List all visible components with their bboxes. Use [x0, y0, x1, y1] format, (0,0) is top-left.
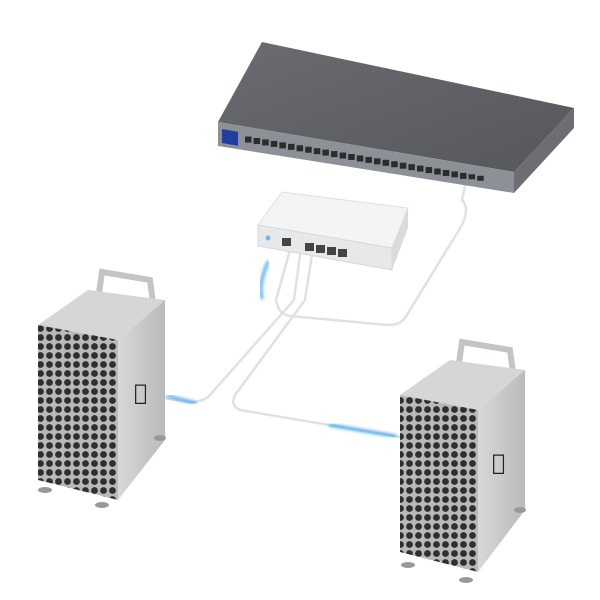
- switch-top: [218, 42, 574, 172]
- ethernet-port: [288, 143, 295, 150]
- cable-glow-router: [259, 260, 270, 300]
- ethernet-port: [451, 171, 458, 178]
- mac-pro-top: [38, 290, 165, 340]
- ethernet-port: [382, 159, 390, 166]
- mac-pro-foot: [95, 502, 109, 508]
- ethernet-port: [305, 146, 312, 153]
- mac-pro-foot: [514, 507, 526, 513]
- ethernet-port: [374, 158, 381, 165]
- cable-glow-right: [328, 423, 397, 438]
- ethernet-port: [270, 140, 278, 147]
- ethernet-port: [408, 164, 415, 171]
- router-port: [316, 245, 325, 253]
- ethernet-port: [331, 151, 338, 158]
- mac-pro-top: [400, 360, 525, 410]
- mac-pro-side: [478, 370, 525, 572]
- switch-logo: [222, 129, 238, 146]
- ethernet-port: [399, 162, 407, 169]
- router-side: [392, 208, 408, 270]
- mac-pro-handle: [95, 268, 157, 311]
- ethernet-port: [442, 169, 450, 176]
- mac-pro-right: : [400, 338, 526, 583]
- ethernet-port: [391, 161, 398, 168]
- mac-pro-handle: [455, 338, 517, 381]
- router-port: [327, 247, 336, 255]
- router-port: [282, 238, 291, 246]
- ethernet-port: [434, 168, 441, 175]
- ethernet-port: [356, 155, 364, 162]
- ethernet-port: [425, 167, 433, 174]
- apple-logo-icon: : [134, 381, 147, 406]
- router-port: [305, 243, 314, 251]
- cable-glow-left: [166, 394, 197, 405]
- router-status-light: [265, 235, 271, 241]
- ethernet-port: [262, 139, 269, 146]
- cable-router-to-left-mac: [163, 253, 302, 404]
- switch-ports: [245, 136, 484, 181]
- ethernet-port: [460, 172, 467, 179]
- apple-logo-icon: : [492, 451, 505, 476]
- sfp-port: [477, 175, 484, 181]
- mac-pro-grille: [400, 395, 478, 572]
- mac-pro-left: : [38, 268, 166, 508]
- network-switch: [218, 42, 574, 193]
- ethernet-port: [253, 138, 261, 145]
- switch-side: [514, 108, 574, 193]
- ethernet-port: [339, 152, 347, 159]
- ethernet-port: [296, 145, 304, 152]
- mac-pro-foot: [154, 435, 166, 441]
- cables: [163, 184, 468, 439]
- ethernet-port: [245, 136, 252, 143]
- ethernet-port: [365, 156, 372, 163]
- ethernet-port: [417, 165, 424, 172]
- ethernet-port: [313, 148, 321, 155]
- mac-pro-foot: [38, 487, 52, 493]
- mac-pro-side: [118, 300, 165, 500]
- ethernet-port: [322, 149, 329, 156]
- sfp-port: [468, 174, 476, 180]
- ethernet-port: [279, 142, 286, 149]
- gateway-router: [257, 191, 409, 271]
- ethernet-port: [348, 153, 355, 160]
- mac-pro-foot: [459, 577, 473, 583]
- cable-router-to-right-mac: [232, 253, 402, 439]
- cable-switch-to-router: [274, 184, 468, 327]
- mac-pro-foot: [401, 562, 415, 568]
- router-port: [338, 249, 347, 257]
- mac-pro-grille: [38, 325, 118, 500]
